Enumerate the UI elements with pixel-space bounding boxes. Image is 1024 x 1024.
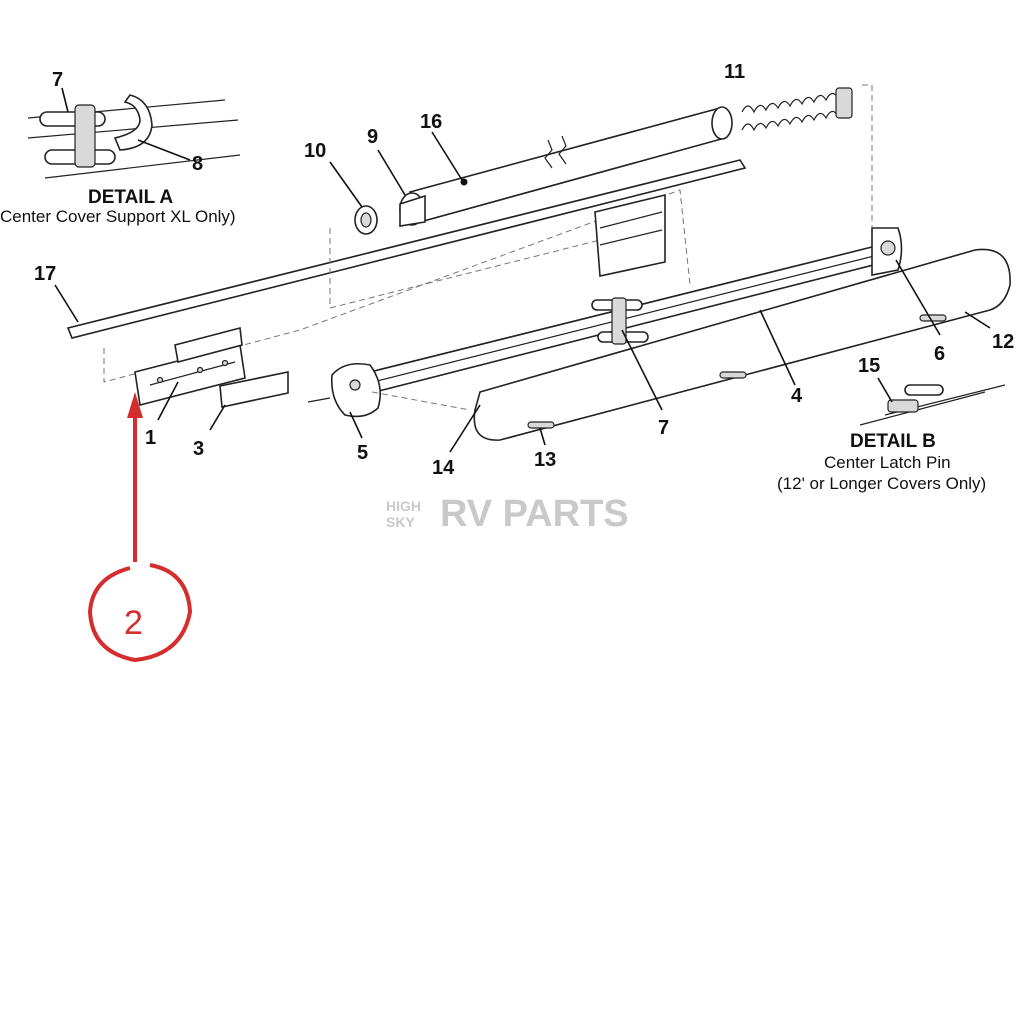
red-label-2: 2 <box>124 604 143 642</box>
detail-b-line1: Center Latch Pin <box>824 453 951 472</box>
center-support-part-7 <box>591 297 649 345</box>
callout-8: 8 <box>192 153 203 175</box>
red-annotation: 2 <box>87 392 193 663</box>
callout-15: 15 <box>858 355 880 377</box>
hub-part-10 <box>354 205 378 235</box>
end-cap-part-6 <box>871 227 903 276</box>
callout-7-detail-a: 7 <box>52 69 63 91</box>
roller-tube-part-16 <box>408 106 733 223</box>
detail-a-illustration <box>27 94 241 179</box>
callout-3: 3 <box>193 438 204 460</box>
callout-16: 16 <box>420 111 442 133</box>
watermark-small-top: HIGH <box>386 498 421 514</box>
cover-part-12 <box>473 248 1011 441</box>
detail-a-title: DETAIL A <box>88 187 173 208</box>
callout-10: 10 <box>304 140 326 162</box>
callout-9: 9 <box>367 126 378 148</box>
rail-part-17 <box>66 159 747 339</box>
callout-17: 17 <box>34 263 56 285</box>
plate-part-3 <box>219 371 289 408</box>
callout-5: 5 <box>357 442 368 464</box>
callout-4: 4 <box>791 385 803 407</box>
spring-part-11 <box>741 87 853 132</box>
callout-6: 6 <box>934 343 945 365</box>
detail-b-illustration <box>859 384 1006 426</box>
detail-b-title: DETAIL B <box>850 431 936 452</box>
watermark-small-bottom: SKY <box>386 514 415 530</box>
slot-part-13 <box>527 421 555 429</box>
red-arrow-head-icon <box>127 392 143 418</box>
watermark-large: RV PARTS <box>440 493 629 535</box>
bracket-part-2 <box>594 193 666 277</box>
detail-b-line2: (12' or Longer Covers Only) <box>777 474 986 493</box>
end-cap-part-5 <box>307 362 381 418</box>
red-circle <box>87 563 193 663</box>
callout-14: 14 <box>432 457 455 479</box>
watermark-logo: HIGH SKY RV PARTS <box>386 493 629 535</box>
callout-12: 12 <box>992 331 1014 353</box>
end-plug-part-9 <box>399 192 426 227</box>
callout-11: 11 <box>724 61 745 83</box>
detail-a-subtitle: Center Cover Support XL Only) <box>0 207 236 226</box>
callout-13: 13 <box>534 449 556 471</box>
callout-1: 1 <box>145 427 156 449</box>
bracket-part-1 <box>134 326 246 406</box>
callout-7-main: 7 <box>658 417 669 439</box>
